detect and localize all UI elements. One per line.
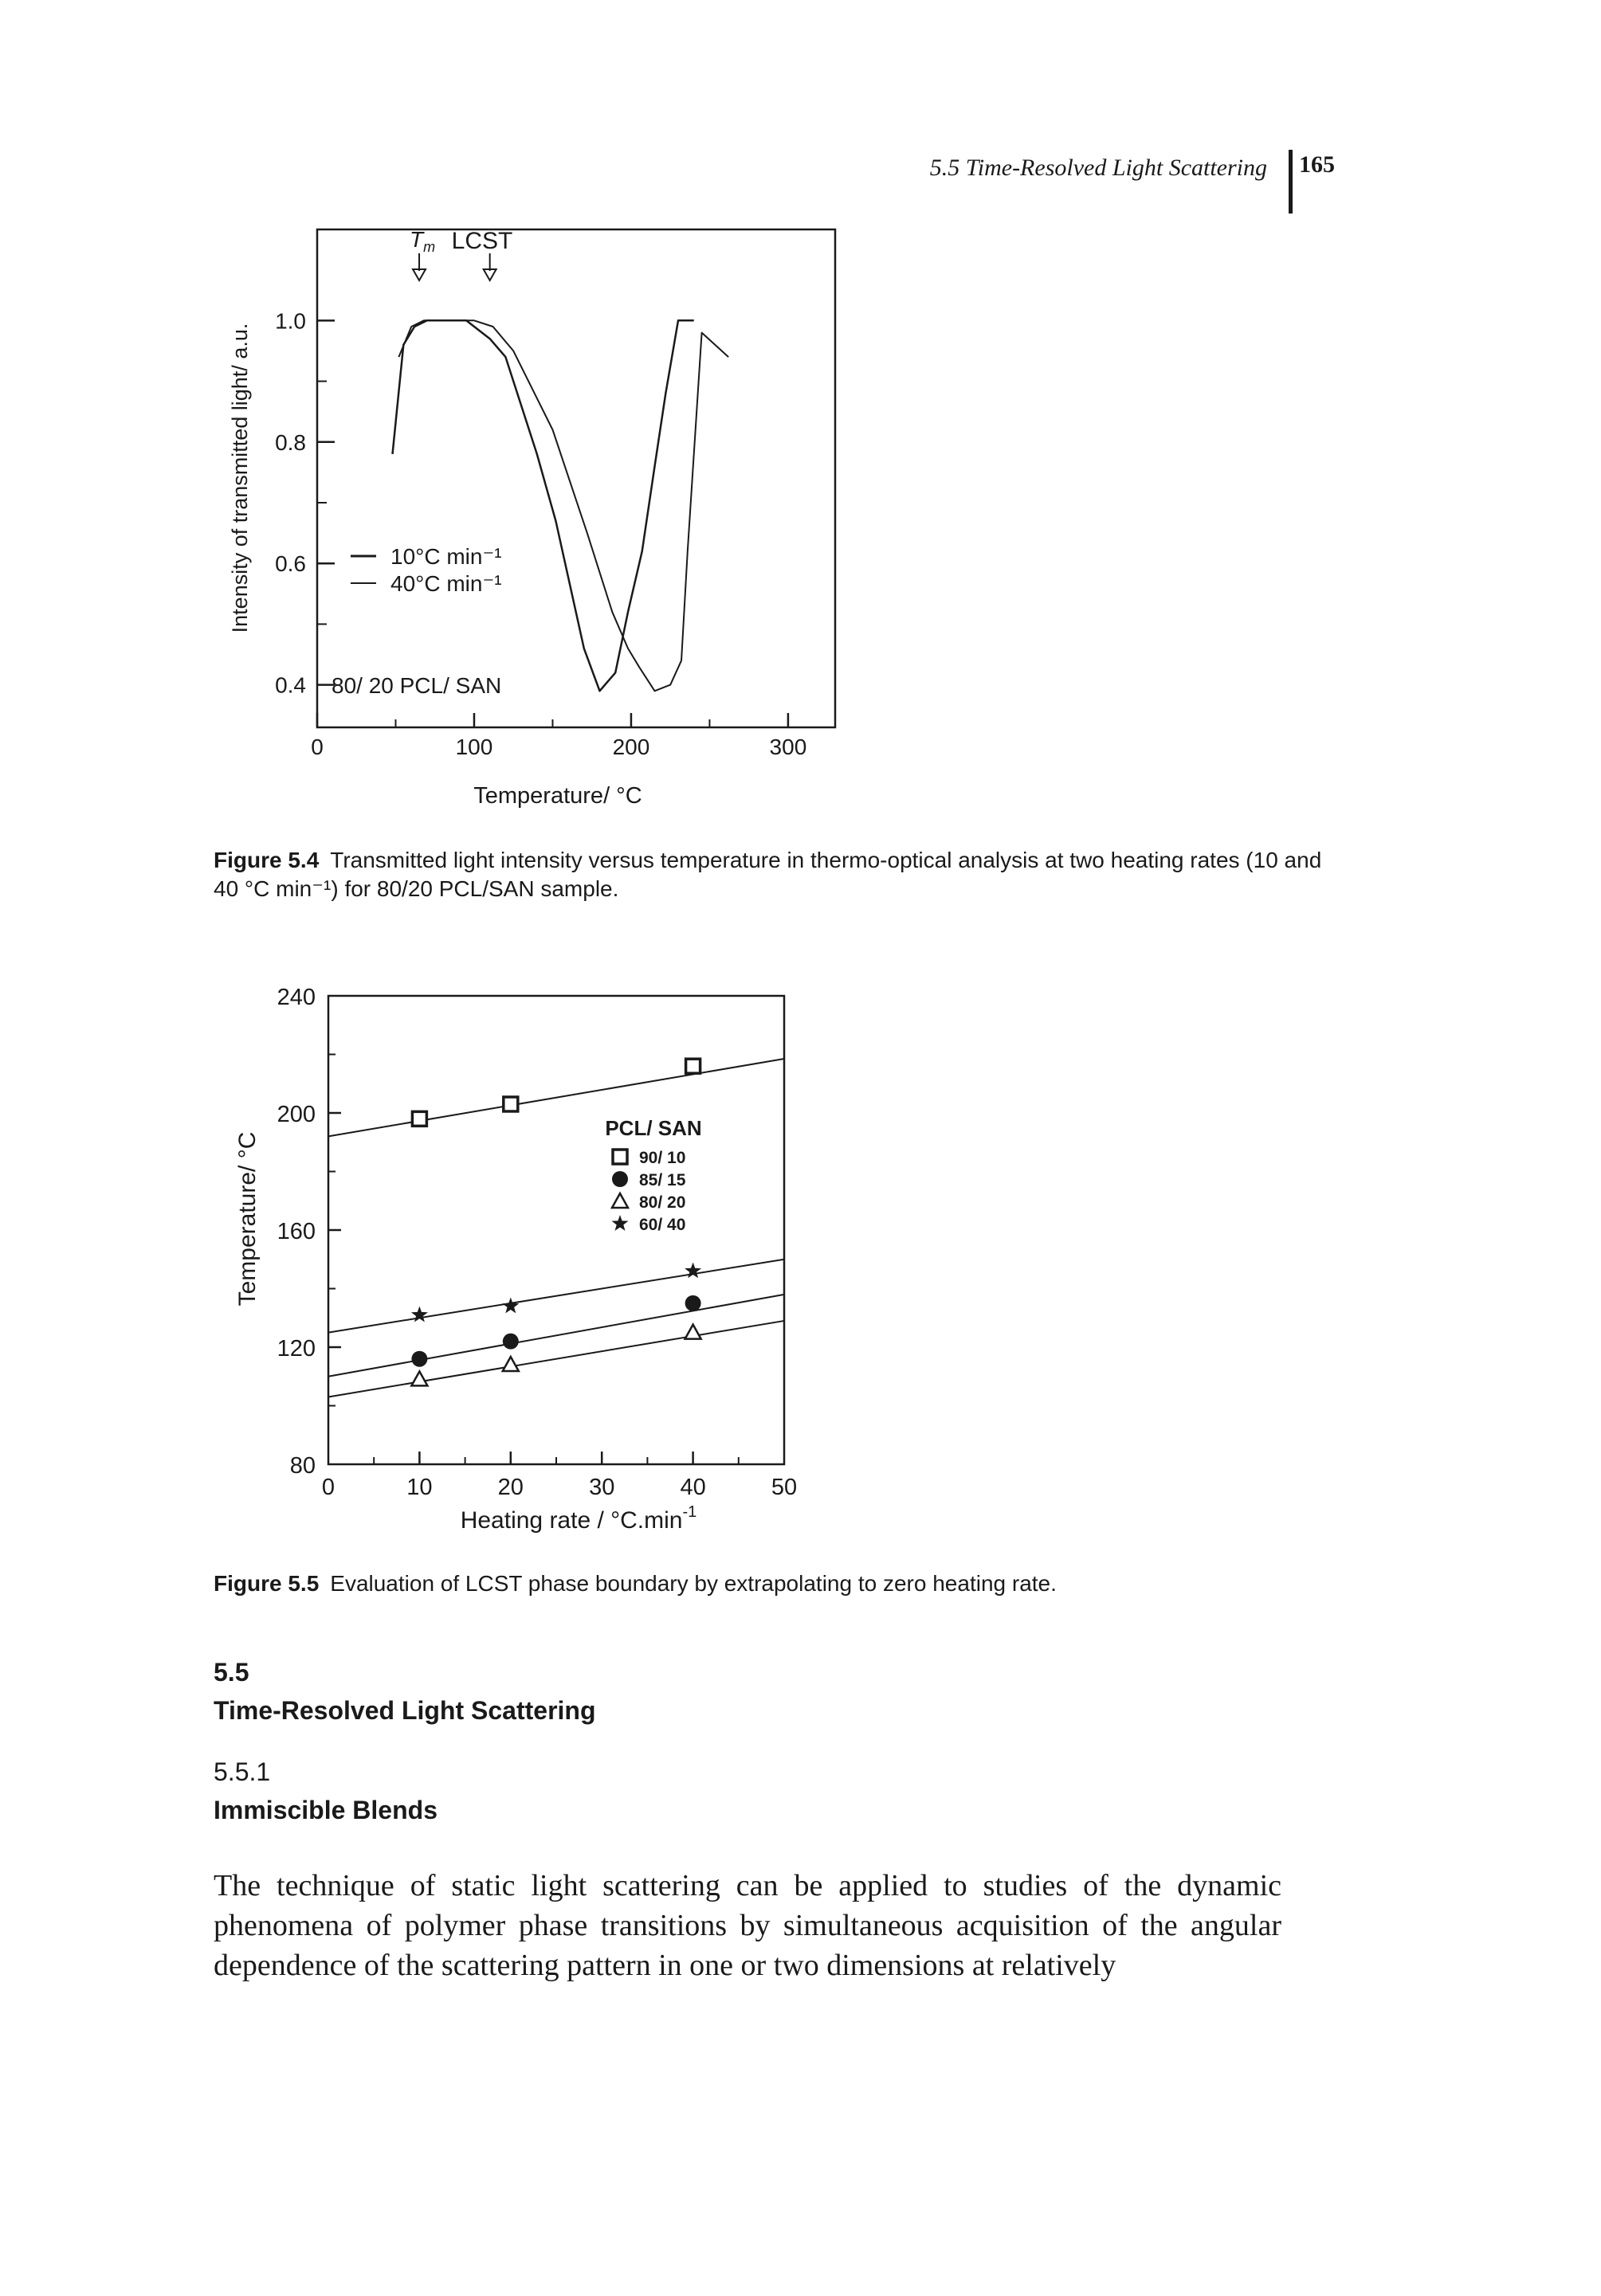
y-tick-label: 200 xyxy=(277,1102,316,1127)
y-tick-label: 80 xyxy=(290,1453,316,1479)
sample-label: 80/ 20 PCL/ SAN xyxy=(332,673,501,698)
x-tick-label: 300 xyxy=(770,735,807,759)
subsection-title: Immiscible Blends xyxy=(214,1796,438,1824)
subsection-heading: 5.5.1 Immiscible Blends xyxy=(214,1753,438,1829)
fit-line-80--20 xyxy=(328,1319,785,1398)
data-point-80--20 xyxy=(683,1322,703,1340)
legend-marker-90--10 xyxy=(611,1148,629,1166)
chart-transmitted-intensity: 0.4 0.6 0.8 1.0 0 100 200 300 Intensity of tra… xyxy=(228,227,837,809)
x-tick-label: 40 xyxy=(680,1475,705,1500)
figure-5-5: 80 120 160 200 240 0 10 20 30 40 50 Temperature/ … xyxy=(199,980,837,1554)
chart-lcst-vs-heating-rate: 80 120 160 200 240 0 10 20 30 40 50 Temperature/ … xyxy=(234,985,797,1534)
y-tick-label: 0.6 xyxy=(275,551,306,576)
caption-label: Figure 5.4 xyxy=(214,848,320,872)
data-point-60--40 xyxy=(410,1306,428,1322)
y-tick-label: 160 xyxy=(277,1219,316,1244)
y-tick-label: 120 xyxy=(277,1336,316,1362)
x-tick-label: 0 xyxy=(322,1475,335,1500)
caption-text: Transmitted light intensity versus tempe… xyxy=(214,848,1322,901)
legend-label-40C: 40°C min⁻¹ xyxy=(390,571,502,596)
data-point-60--40 xyxy=(502,1297,520,1314)
legend-marker-85--15 xyxy=(612,1171,628,1187)
legend-label: 60/ 40 xyxy=(639,1216,685,1234)
legend-label-10C: 10°C min⁻¹ xyxy=(390,544,502,569)
figure-5-5-caption: Figure 5.5 Evaluation of LCST phase bound… xyxy=(214,1569,1329,1598)
header-rule xyxy=(1289,150,1293,214)
body-paragraph: The technique of static light scattering… xyxy=(214,1869,1281,1982)
data-point-80--20 xyxy=(410,1369,430,1387)
running-head: 5.5 Time-Resolved Light Scattering 165 xyxy=(869,150,1546,214)
data-point-90--10 xyxy=(684,1057,702,1075)
x-tick-label: 10 xyxy=(406,1475,432,1500)
y-tick-label: 240 xyxy=(277,985,316,1010)
data-point-85--15 xyxy=(502,1333,519,1350)
y-axis-label: Temperature/ °C xyxy=(234,1132,261,1307)
tm-arrow-head xyxy=(411,268,427,283)
section-number: 5.5 xyxy=(214,1658,249,1687)
lcst-arrow-head xyxy=(481,268,498,283)
figure-5-4: 0.4 0.6 0.8 1.0 0 100 200 300 Intensity of tra… xyxy=(199,215,837,844)
x-tick-label: 0 xyxy=(311,735,324,759)
y-tick-label: 0.4 xyxy=(275,673,306,698)
data-point-85--15 xyxy=(685,1295,701,1311)
page-number: 165 xyxy=(1299,151,1335,178)
y-tick-label: 1.0 xyxy=(275,308,306,333)
tm-label: Tm xyxy=(410,227,435,255)
x-tick-label: 30 xyxy=(589,1475,614,1500)
data-point-90--10 xyxy=(410,1110,429,1128)
data-point-90--10 xyxy=(502,1095,520,1113)
plot-frame xyxy=(327,994,786,1466)
section-heading: 5.5 Time-Resolved Light Scattering xyxy=(214,1653,596,1730)
fit-line-90--10 xyxy=(328,1058,785,1138)
legend-marker-80--20 xyxy=(610,1191,630,1209)
data-point-85--15 xyxy=(411,1350,428,1367)
series-line-40C xyxy=(398,319,729,692)
data-point-80--20 xyxy=(500,1354,520,1373)
x-tick-label: 200 xyxy=(613,735,650,759)
legend-label: 85/ 15 xyxy=(639,1171,686,1189)
running-title: 5.5 Time-Resolved Light Scattering xyxy=(929,155,1267,181)
legend-title: PCL/ SAN xyxy=(605,1116,701,1140)
x-axis-label: Heating rate / °C.min-1 xyxy=(461,1503,697,1534)
plot-frame xyxy=(316,228,837,729)
y-axis-label: Intensity of transmitted light/ a.u. xyxy=(228,323,252,633)
caption-label: Figure 5.5 xyxy=(214,1571,320,1596)
x-tick-label: 20 xyxy=(498,1475,524,1500)
x-axis-label: Temperature/ °C xyxy=(473,783,642,809)
fit-line-85--15 xyxy=(328,1293,785,1377)
y-tick-label: 0.8 xyxy=(275,430,306,455)
legend-marker-60--40 xyxy=(611,1215,629,1231)
x-tick-label: 100 xyxy=(456,735,493,759)
legend-label: 80/ 20 xyxy=(639,1193,685,1212)
caption-text: Evaluation of LCST phase boundary by ext… xyxy=(330,1571,1057,1596)
legend-label: 90/ 10 xyxy=(639,1149,685,1167)
fit-line-60--40 xyxy=(328,1258,785,1334)
x-tick-label: 50 xyxy=(771,1475,797,1500)
section-title: Time-Resolved Light Scattering xyxy=(214,1696,596,1725)
data-point-60--40 xyxy=(685,1262,702,1279)
series-line-10C xyxy=(391,319,694,692)
lcst-label: LCST xyxy=(452,228,513,254)
subsection-number: 5.5.1 xyxy=(214,1757,271,1786)
